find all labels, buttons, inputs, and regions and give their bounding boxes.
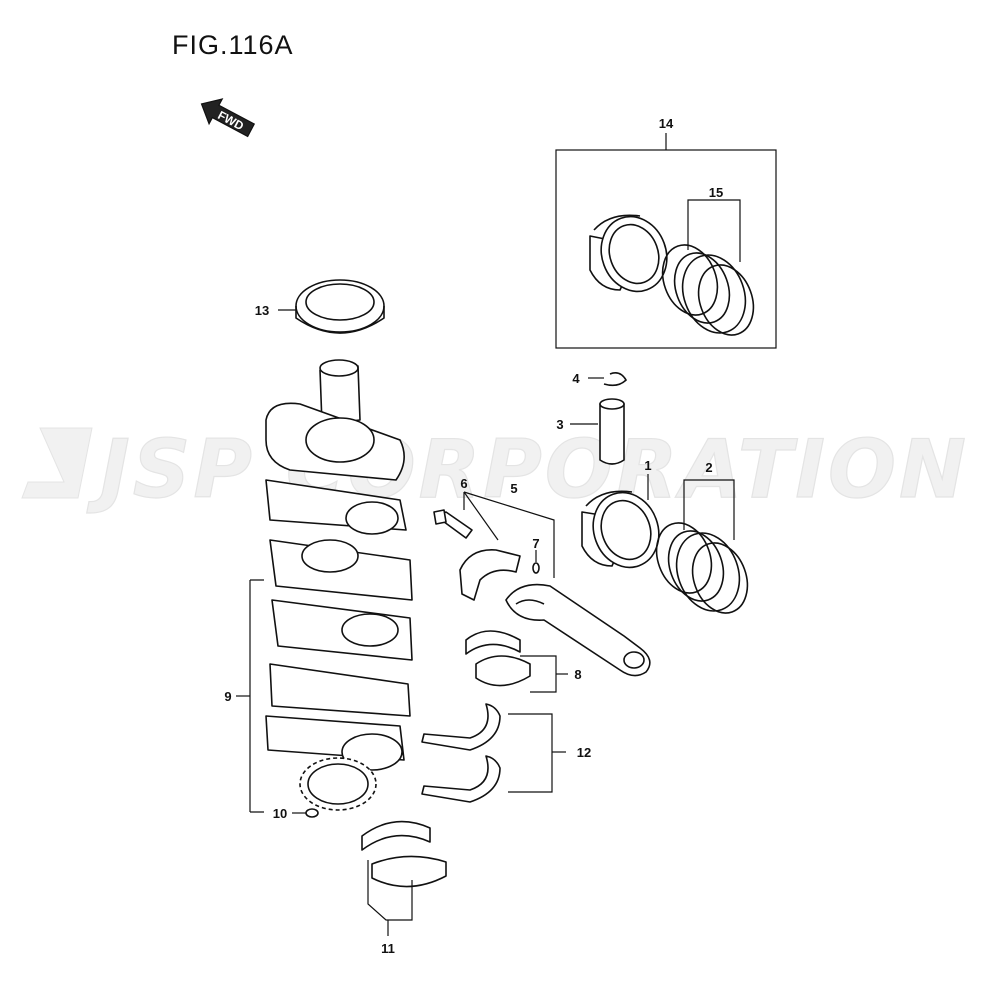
callout-2: 2: [705, 460, 712, 475]
watermark-text: JSP CORPORATION: [86, 423, 969, 516]
crank-gear: [299, 757, 377, 811]
thrust-washer: 12: [421, 703, 591, 803]
conrod-cap: 5: [459, 481, 555, 601]
callout-4: 4: [572, 371, 580, 386]
conrod-dowel: 7: [532, 536, 540, 574]
callout-1: 1: [644, 458, 651, 473]
conrod-bearing: 8: [465, 630, 582, 693]
piston-pin: 3: [556, 398, 625, 465]
kit-piston-rings: [661, 244, 755, 336]
piston-rings: 2: [655, 460, 749, 614]
callout-6: 6: [460, 476, 467, 491]
watermark-logo: JSP CORPORATION: [21, 422, 969, 517]
figure-title: FIG.116A: [172, 30, 294, 60]
main-bearing: 11: [361, 820, 447, 956]
callout-5: 5: [510, 481, 517, 496]
piston-kit-box: 14 15: [555, 116, 777, 349]
callout-3: 3: [556, 417, 563, 432]
conrod-bolt: 6: [433, 476, 473, 539]
fwd-arrow-icon: FWD: [200, 98, 256, 138]
callout-9: 9: [224, 689, 231, 704]
connecting-rod: [505, 583, 651, 677]
crank-key-pin: 10: [273, 806, 319, 821]
kit-piston: [589, 214, 668, 293]
callout-11: 11: [381, 941, 395, 956]
oil-seal: 13: [255, 279, 385, 334]
piston: 1: [581, 458, 660, 569]
callout-12: 12: [577, 745, 591, 760]
callout-8: 8: [574, 667, 581, 682]
callout-14: 14: [659, 116, 674, 131]
crankshaft: 9: [224, 359, 413, 813]
callout-7: 7: [532, 536, 539, 551]
callout-15: 15: [709, 185, 723, 200]
callout-10: 10: [273, 806, 287, 821]
callout-13: 13: [255, 303, 269, 318]
piston-pin-circlip: 4: [572, 371, 628, 387]
